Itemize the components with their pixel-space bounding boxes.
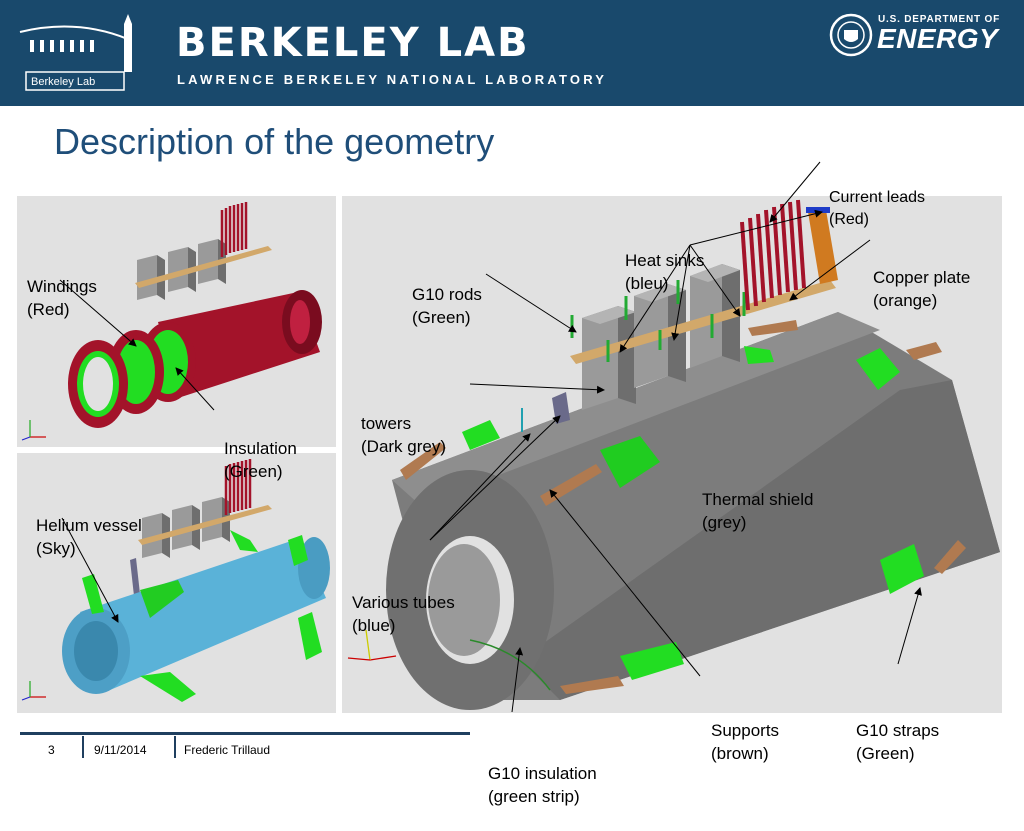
thermal-shield-cylinder [386, 312, 1000, 710]
page-number: 3 [48, 743, 55, 757]
doe-energy-label: ENERGY [877, 23, 999, 54]
footer-author: Frederic Trillaud [184, 743, 271, 757]
footer-date: 9/11/2014 [94, 743, 147, 757]
footer-divider [174, 736, 176, 758]
label-g10-straps: G10 straps(Green) [856, 721, 940, 763]
vent-tube [130, 558, 140, 596]
doe-department-label: U.S. DEPARTMENT OF [878, 14, 1000, 25]
header-banner: Berkeley Lab BERKELEY LAB LAWRENCE BERKE… [0, 0, 1024, 106]
label-g10-insulation: G10 insulation(green strip) [488, 764, 597, 806]
footer-divider [82, 736, 84, 758]
page-title: Description of the geometry [54, 121, 495, 162]
g10-rods [570, 280, 746, 362]
berkeley-lab-logo-icon: Berkeley Lab [19, 14, 132, 91]
label-supports: Supports(brown) [711, 721, 780, 763]
label-various-tubes: Various tubes(blue) [352, 593, 455, 635]
label-current-leads: Current leads(Red) [829, 189, 926, 228]
label-thermal-shield: Thermal shield(grey) [702, 490, 814, 532]
svg-text:Berkeley Lab: Berkeley Lab [31, 76, 95, 88]
lab-subtitle: LAWRENCE BERKELEY NATIONAL LABORATORY [177, 72, 608, 87]
current-leads-large [740, 199, 806, 311]
label-towers: towers(Dark grey) [361, 414, 447, 456]
footer-rule [20, 732, 470, 735]
towers-small-1 [135, 239, 272, 300]
label-g10-rods: G10 rods(Green) [412, 285, 482, 327]
towers-small-2 [138, 497, 272, 558]
label-insulation: Insulation(Green) [224, 439, 297, 481]
heat-sink-plate [570, 280, 836, 364]
g10-straps-small [82, 530, 322, 702]
label-heat-sinks: Heat sinks(bleu) [625, 251, 705, 293]
current-leads-small-2 [224, 459, 252, 515]
label-copper-plate: Copper plate(orange) [873, 268, 971, 310]
axis-triad-icon [347, 629, 397, 661]
axis-triad-icon [21, 420, 46, 441]
doe-seal-icon [829, 13, 873, 57]
axis-triad-icon [21, 681, 46, 701]
winding-assembly [68, 290, 322, 428]
label-helium-vessel: Helium vessel(Sky) [36, 516, 142, 558]
g10-insulation-strip [469, 639, 551, 691]
g10-straps-large [462, 346, 924, 680]
label-windings: Windings(Red) [27, 277, 97, 319]
current-leads-small-1 [220, 202, 248, 257]
lab-name: BERKELEY LAB [176, 20, 530, 66]
helium-vessel-cylinder [62, 537, 330, 694]
geometry-illustration [21, 161, 1000, 713]
